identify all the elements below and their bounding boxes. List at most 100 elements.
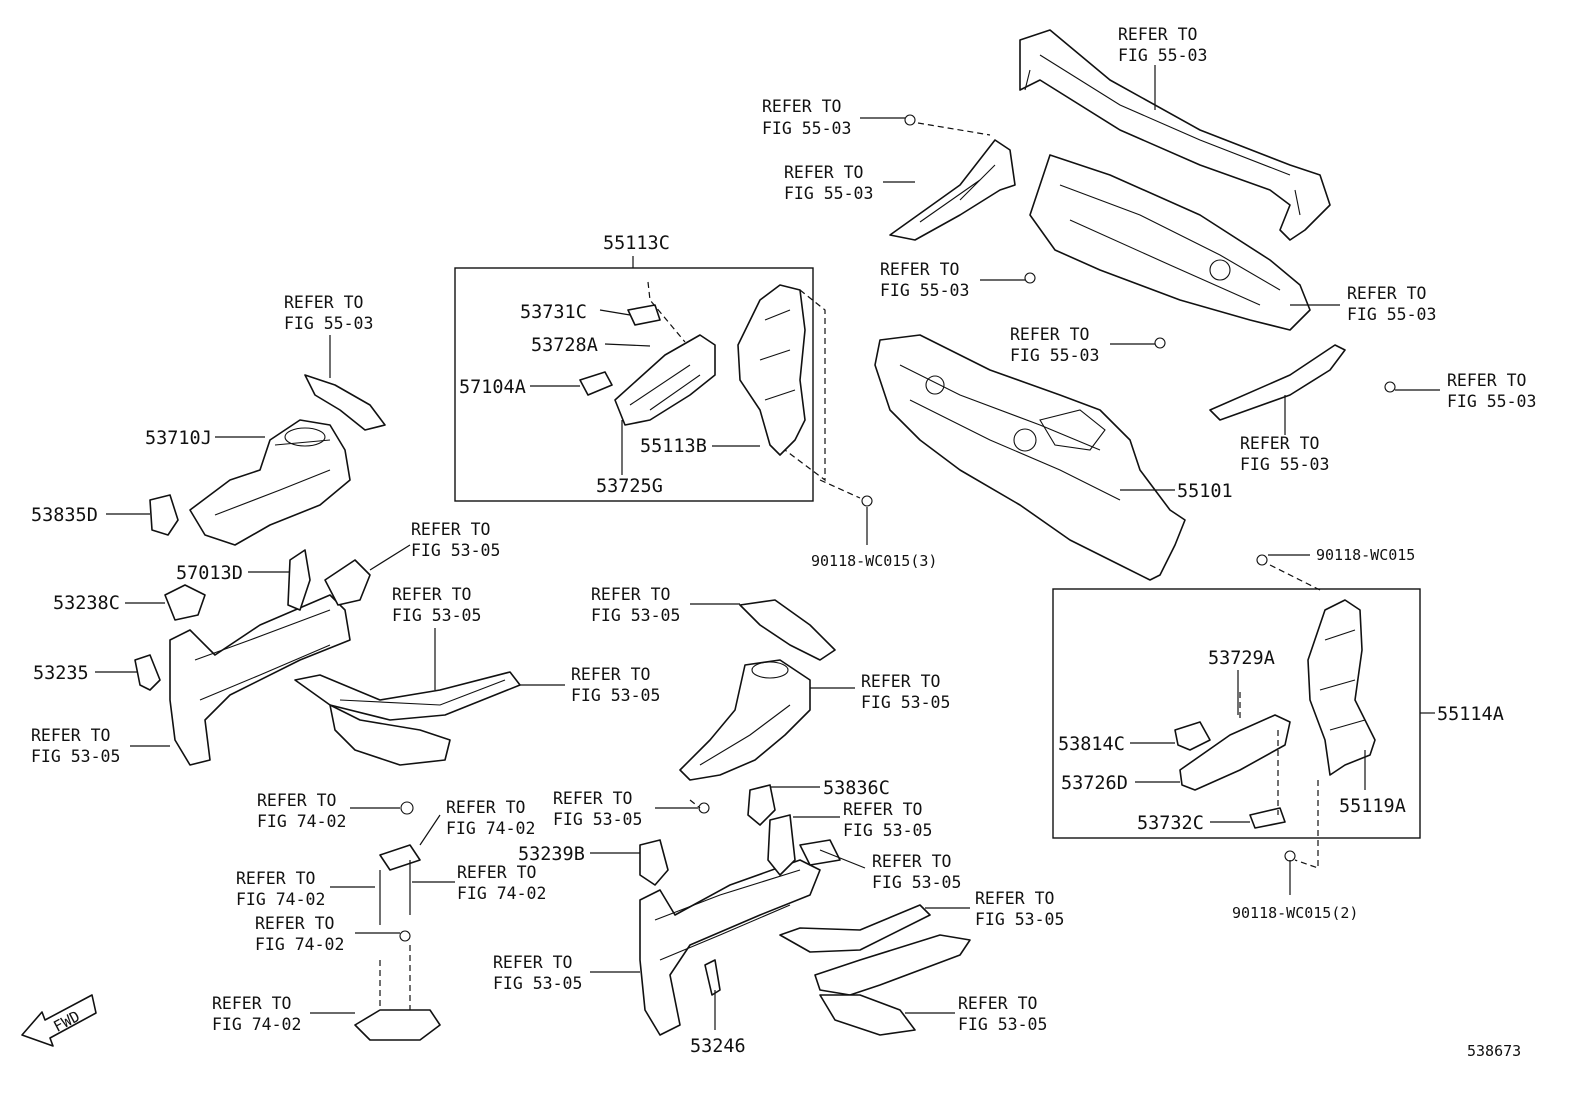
part-number-53238C[interactable]: 53238C — [53, 593, 120, 614]
refer-callout-08-line1: REFER TO — [1240, 434, 1319, 453]
front-side-member-right — [639, 859, 821, 1036]
refer-callout-05-line1: REFER TO — [1010, 325, 1089, 344]
bracket-53238C — [164, 584, 206, 621]
front-floor-rail-right — [779, 904, 971, 1036]
refer-callout-06-line1: REFER TO — [1347, 284, 1426, 303]
bracket-53814C — [1174, 721, 1211, 751]
refer-callout-25-line1: REFER TO — [457, 863, 536, 882]
part-number-90118-wc015-2[interactable]: 90118-WC015(2) — [1232, 904, 1358, 922]
part-number-90118-wc015[interactable]: 90118-WC015 — [1316, 546, 1415, 564]
refer-callout-20-line2: FIG 53-05 — [493, 974, 582, 993]
refer-callout-21-line2: FIG 53-05 — [958, 1015, 1047, 1034]
refer-callout-25-line2: FIG 74-02 — [457, 884, 546, 903]
cowl-panel — [1029, 154, 1311, 331]
refer-callout-27-line2: FIG 74-02 — [212, 1015, 301, 1034]
part-number-53732C[interactable]: 53732C — [1137, 813, 1204, 834]
refer-callout-21-line1: REFER TO — [958, 994, 1037, 1013]
refer-callouts: REFER TO FIG 55-03 REFER TO FIG 55-03 RE… — [31, 25, 1536, 1034]
illustration-number: 538673 — [1467, 1042, 1521, 1060]
refer-callout-11-line1: REFER TO — [571, 665, 650, 684]
cowl-top-panel — [1019, 29, 1331, 241]
part-number-55101[interactable]: 55101 — [1177, 481, 1233, 502]
dash-panel — [874, 334, 1186, 581]
refer-callout-24-line2: FIG 74-02 — [236, 890, 325, 909]
refer-callout-23-line2: FIG 74-02 — [446, 819, 535, 838]
part-number-53235[interactable]: 53235 — [33, 663, 89, 684]
fwd-arrow-icon: FWD — [21, 994, 97, 1047]
refer-callout-12-line1: REFER TO — [31, 726, 110, 745]
refer-callout-16-line1: REFER TO — [553, 789, 632, 808]
hood-lock-support-brace — [354, 844, 441, 1041]
side-member-extension-left — [324, 559, 371, 606]
part-number-53836C[interactable]: 53836C — [823, 778, 890, 799]
front-floor-rail-left — [294, 671, 521, 766]
refer-callout-11-line2: FIG 53-05 — [571, 686, 660, 705]
refer-callout-19-line1: REFER TO — [975, 889, 1054, 908]
refer-callout-20-line1: REFER TO — [493, 953, 572, 972]
refer-callout-04-line2: FIG 55-03 — [880, 281, 969, 300]
refer-callout-08-line2: FIG 55-03 — [1240, 455, 1329, 474]
refer-callout-10-line2: FIG 53-05 — [392, 606, 481, 625]
part-number-57013D[interactable]: 57013D — [176, 563, 243, 584]
refer-callout-14-line1: REFER TO — [591, 585, 670, 604]
cowl-reinforcement — [1209, 344, 1346, 421]
bracket-53239B — [639, 839, 669, 886]
part-number-53731C[interactable]: 53731C — [520, 302, 587, 323]
part-number-53729A[interactable]: 53729A — [1208, 648, 1275, 669]
refer-callout-17-line1: REFER TO — [843, 800, 922, 819]
part-number-53726D[interactable]: 53726D — [1061, 773, 1128, 794]
refer-callout-16-line2: FIG 53-05 — [553, 810, 642, 829]
reinforcement-57013D — [287, 549, 311, 611]
part-number-53239B[interactable]: 53239B — [518, 844, 585, 865]
front-pillar-reinforcement — [614, 334, 716, 426]
refer-callout-09-line1: REFER TO — [411, 520, 490, 539]
refer-callout-17-line2: FIG 53-05 — [843, 821, 932, 840]
part-number-90118-wc015-3[interactable]: 90118-WC015(3) — [811, 552, 937, 570]
cowl-side-panel-left — [737, 284, 806, 456]
part-number-57104A[interactable]: 57104A — [459, 377, 526, 398]
part-illustrations: FWD — [21, 29, 1396, 1047]
refer-callout-04-line1: REFER TO — [880, 260, 959, 279]
refer-callout-01-line2: FIG 55-03 — [1118, 46, 1207, 65]
refer-callout-13-line1: REFER TO — [284, 293, 363, 312]
apron-upper-member — [304, 374, 386, 431]
part-number-55114A[interactable]: 55114A — [1437, 704, 1504, 725]
part-number-53814C[interactable]: 53814C — [1058, 734, 1125, 755]
front-side-member-left — [169, 594, 351, 766]
refer-callout-06-line2: FIG 55-03 — [1347, 305, 1436, 324]
cowl-side-panel-right — [1307, 599, 1376, 776]
refer-callout-18-line1: REFER TO — [872, 852, 951, 871]
refer-callout-12-line2: FIG 53-05 — [31, 747, 120, 766]
front-pillar-reinforcement-right — [1179, 714, 1291, 791]
front-apron-right — [679, 659, 811, 781]
part-number-53835D[interactable]: 53835D — [31, 505, 98, 526]
refer-callout-15-line2: FIG 53-05 — [861, 693, 950, 712]
reinforcement-53246 — [704, 959, 721, 996]
refer-callout-01-line1: REFER TO — [1118, 25, 1197, 44]
refer-callout-05-line2: FIG 55-03 — [1010, 346, 1099, 365]
part-number-53710J[interactable]: 53710J — [145, 428, 212, 449]
refer-callout-03-line2: FIG 55-03 — [784, 184, 873, 203]
assembly-box-55113C — [454, 267, 814, 502]
part-number-53728A[interactable]: 53728A — [531, 335, 598, 356]
part-number-53725G[interactable]: 53725G — [596, 476, 663, 497]
refer-callout-13-line2: FIG 55-03 — [284, 314, 373, 333]
bracket-53732C — [1249, 807, 1286, 829]
refer-callout-03-line1: REFER TO — [784, 163, 863, 182]
part-number-53246[interactable]: 53246 — [690, 1036, 746, 1057]
refer-callout-26-line2: FIG 74-02 — [255, 935, 344, 954]
refer-callout-24-line1: REFER TO — [236, 869, 315, 888]
part-number-55119A[interactable]: 55119A — [1339, 796, 1406, 817]
part-number-55113B[interactable]: 55113B — [640, 436, 707, 457]
bracket-53235 — [134, 654, 161, 691]
refer-callout-15-line1: REFER TO — [861, 672, 940, 691]
refer-callout-14-line2: FIG 53-05 — [591, 606, 680, 625]
part-number-55113C[interactable]: 55113C — [603, 233, 670, 254]
bolts — [399, 114, 1396, 942]
refer-callout-26-line1: REFER TO — [255, 914, 334, 933]
bracket-53836C — [747, 784, 776, 826]
part-number-labels: 55113C 53731C 53728A 57104A 55113B 53725… — [31, 233, 1521, 1060]
bracket-53835D — [149, 494, 179, 536]
refer-callout-07-line1: REFER TO — [1447, 371, 1526, 390]
